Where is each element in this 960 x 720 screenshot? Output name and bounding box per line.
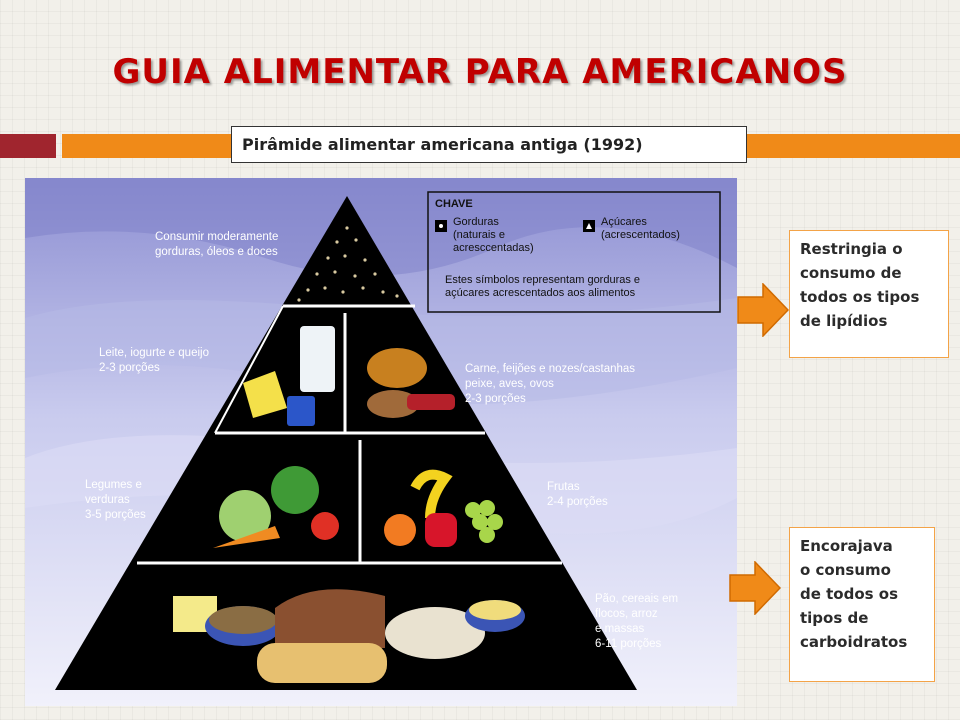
label-protein: Carne, feijões e nozes/castanhas peixe, … <box>465 363 636 405</box>
header-bar-red <box>0 134 56 158</box>
label-fruits: Frutas 2-4 porções <box>547 481 608 508</box>
key-note: Estes símbolos representam gorduras e aç… <box>445 274 641 299</box>
key-fats-label: Gorduras (naturais e acresccentadas) <box>453 216 534 254</box>
food-pyramid-illustration <box>25 178 737 706</box>
label-dairy: Leite, iogurte e queijo 2-3 porções <box>99 347 209 374</box>
pyramid-shape <box>55 196 637 690</box>
slide-title: GUIA ALIMENTAR PARA AMERICANOS <box>112 52 848 92</box>
label-grains: Pão, cereais em flocos, arroz e massas 6… <box>595 593 679 650</box>
note-carbohydrates: Encorajava o consumo de todos os tipos d… <box>789 527 935 682</box>
key-title: CHAVE <box>435 198 473 210</box>
arrow-right-icon <box>737 283 789 337</box>
food-pyramid-image: CHAVE Gorduras (naturais e acresccentada… <box>25 178 737 706</box>
key-box <box>427 191 721 313</box>
label-vegetables: Legumes e verduras 3-5 porções <box>85 479 146 521</box>
note-lipids: Restringia o consumo de todos os tipos d… <box>789 230 949 358</box>
key-sugars-label: Açúcares (acrescentados) <box>601 216 680 241</box>
slide-subtitle: Pirâmide alimentar americana antiga (199… <box>231 126 747 163</box>
label-fats-oils-sweets: Consumir moderamente gorduras, óleos e d… <box>155 231 279 258</box>
arrow-right-icon <box>729 561 781 615</box>
